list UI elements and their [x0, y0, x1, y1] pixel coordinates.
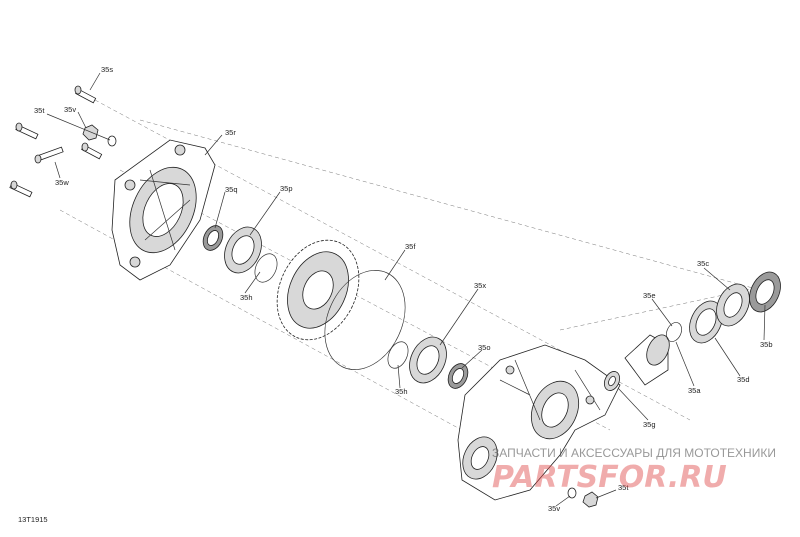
washer-35v-bottom — [567, 487, 577, 499]
label-35c: 35c — [697, 259, 709, 268]
label-35d: 35d — [737, 375, 750, 384]
watermark-brand: PARTSFOR.RU — [492, 460, 727, 495]
label-35f: 35f — [405, 242, 416, 251]
drawing-code: 13T1915 — [18, 515, 48, 524]
ring-gear — [276, 239, 360, 341]
bushing-35g — [603, 371, 621, 391]
label-35v-top: 35v — [64, 105, 76, 114]
label-35t-bottom: 35t — [618, 483, 629, 492]
label-35o: 35o — [478, 343, 491, 352]
label-35r: 35r — [225, 128, 236, 137]
seal-35o — [447, 363, 469, 389]
label-35q: 35q — [225, 185, 238, 194]
label-35b: 35b — [760, 340, 773, 349]
shim-35h-bottom — [387, 341, 409, 369]
label-35w: 35w — [55, 178, 69, 187]
bolt-35t-3 — [9, 180, 33, 198]
gearbox-housing — [457, 344, 621, 501]
ring-35e — [666, 322, 682, 342]
dowel-35w — [34, 146, 64, 164]
nut-35v — [82, 124, 117, 147]
label-35h-top: 35h — [240, 293, 253, 302]
label-35v-bottom: 35v — [548, 504, 560, 513]
label-35a: 35a — [688, 386, 701, 395]
label-35s: 35s — [101, 65, 113, 74]
bolt-35t-1 — [15, 122, 39, 140]
seal-35b — [749, 271, 781, 313]
label-35p: 35p — [280, 184, 293, 193]
label-35t-top: 35t — [34, 106, 45, 115]
nut-35c — [716, 283, 750, 327]
label-35x: 35x — [474, 281, 486, 290]
shim-35h-top — [254, 253, 278, 283]
label-35e: 35e — [643, 291, 656, 300]
pinion-gear — [624, 334, 670, 386]
watermark: ЗАПЧАСТИ И АКСЕССУАРЫ ДЛЯ МОТОТЕХНИКИ PA… — [492, 446, 776, 495]
o-ring-35f — [324, 269, 406, 371]
bearing-35x — [409, 336, 447, 384]
bolt-35t-2 — [81, 142, 103, 160]
label-35h-bottom: 35h — [395, 387, 408, 396]
part-labels: 35s 35v 35t 35w 35r 35q 35p 35h 35f 35x … — [34, 65, 773, 513]
bolt-35s — [74, 85, 97, 104]
leader-lines — [46, 72, 766, 507]
nut-35t-bottom — [582, 491, 599, 508]
watermark-text: ЗАПЧАСТИ И АКСЕССУАРЫ ДЛЯ МОТОТЕХНИКИ — [492, 446, 776, 460]
bearing-35p — [224, 226, 262, 274]
seal-35q — [202, 225, 224, 251]
bearing-35d — [689, 300, 723, 344]
label-35g: 35g — [643, 420, 656, 429]
housing-cover-35r — [111, 139, 216, 281]
